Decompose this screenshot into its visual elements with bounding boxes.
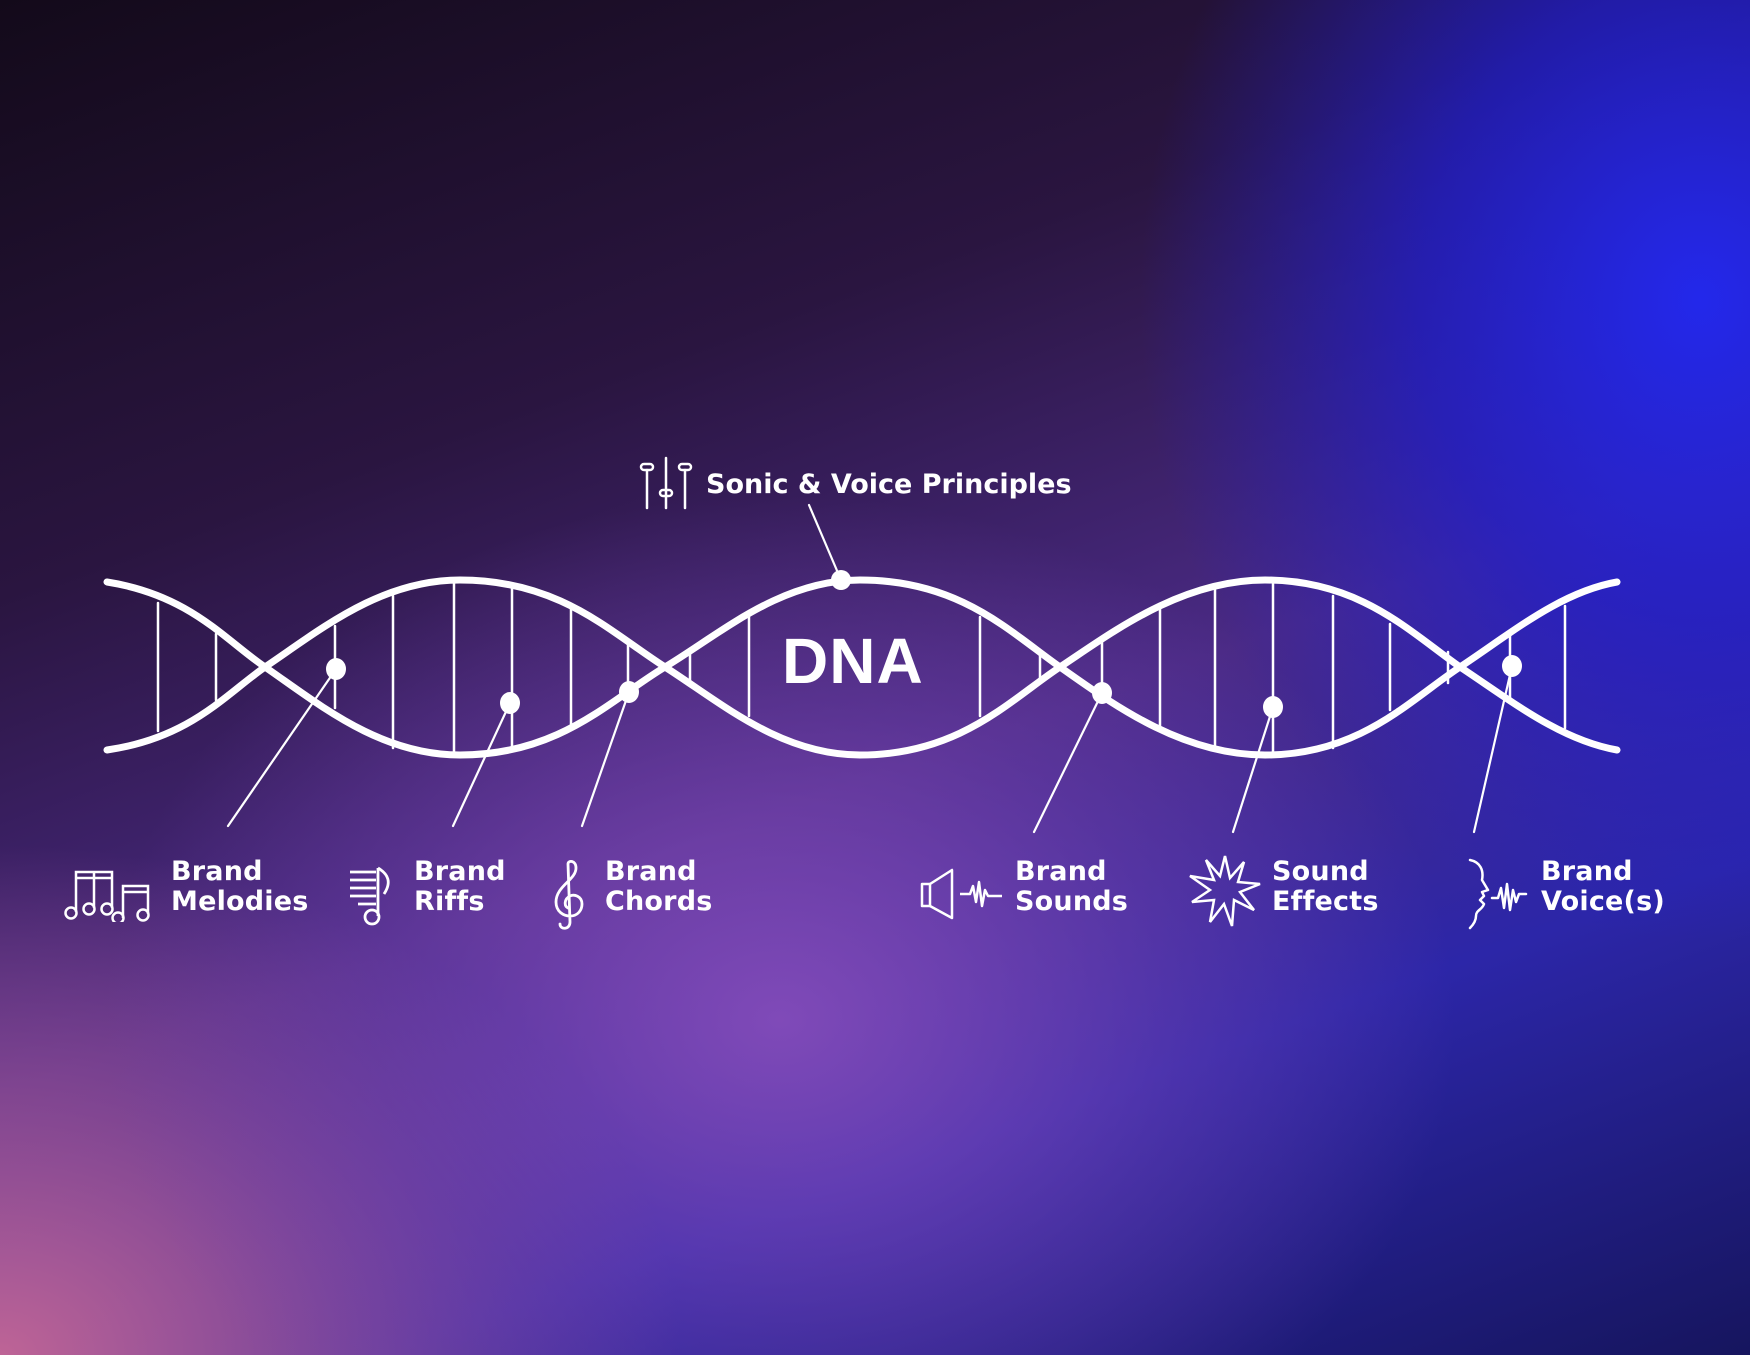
element-line1: Brand xyxy=(1541,856,1633,887)
head-voice-icon xyxy=(1468,858,1528,930)
element-line2: Chords xyxy=(605,886,713,917)
sonic-voice-principles: Sonic & Voice Principles xyxy=(638,456,1072,512)
note-with-staff-icon xyxy=(350,866,390,926)
element-sound-effects: Sound Effects xyxy=(1272,857,1379,917)
helix-strand-b xyxy=(103,576,1621,759)
helix-nodes xyxy=(326,570,1522,718)
element-line2: Voice(s) xyxy=(1541,886,1665,917)
top-principle-label: Sonic & Voice Principles xyxy=(706,468,1072,500)
element-line2: Riffs xyxy=(414,886,485,917)
element-line2: Sounds xyxy=(1015,886,1129,917)
element-brand-riffs: Brand Riffs xyxy=(414,857,506,917)
element-line1: Brand xyxy=(171,856,263,887)
element-line1: Brand xyxy=(605,856,697,887)
element-line2: Effects xyxy=(1272,886,1379,917)
dna-center-label: DNA xyxy=(782,625,924,697)
element-brand-sounds: Brand Sounds xyxy=(1015,857,1128,917)
element-brand-voices: Brand Voice(s) xyxy=(1541,857,1665,917)
treble-clef-icon xyxy=(554,860,584,930)
music-notes-icon xyxy=(64,870,150,922)
sliders-icon xyxy=(639,456,693,510)
element-line1: Brand xyxy=(1015,856,1107,887)
burst-icon xyxy=(1189,855,1261,927)
leader-lines xyxy=(226,503,1514,834)
element-brand-melodies: Brand Melodies xyxy=(171,857,309,917)
element-brand-chords: Brand Chords xyxy=(605,857,713,917)
element-line1: Sound xyxy=(1272,856,1369,887)
speaker-waveform-icon xyxy=(920,868,1002,920)
element-line1: Brand xyxy=(414,856,506,887)
helix-strand-a xyxy=(103,576,1621,759)
element-line2: Melodies xyxy=(171,886,309,917)
